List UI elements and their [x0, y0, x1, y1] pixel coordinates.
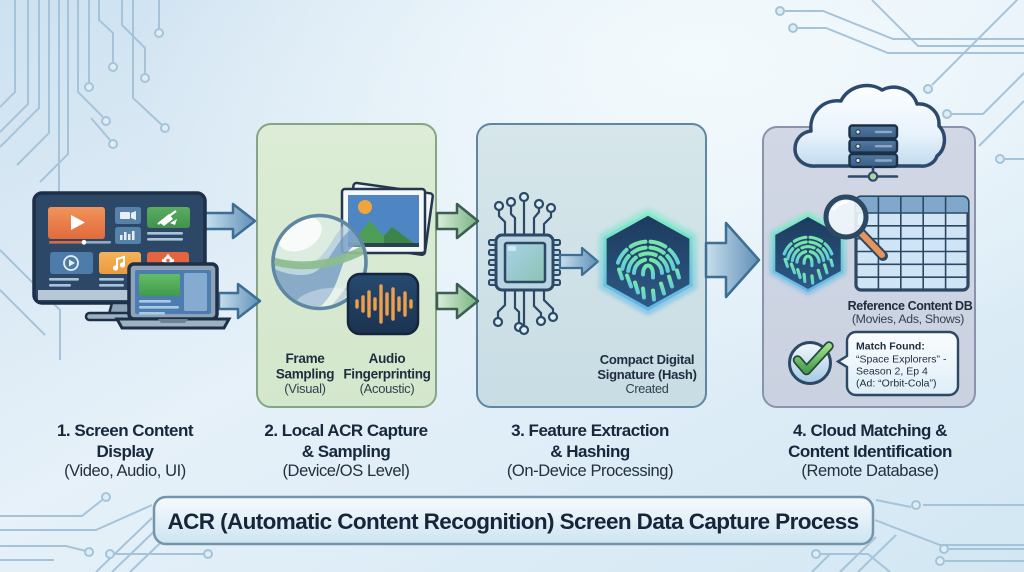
svg-text:2. Local ACR Capture: 2. Local ACR Capture [264, 421, 427, 440]
svg-text:(Visual): (Visual) [284, 381, 325, 396]
svg-text:ACR (Automatic Content Recogni: ACR (Automatic Content Recognition) Scre… [167, 509, 858, 534]
svg-text:(Device/OS Level): (Device/OS Level) [282, 462, 409, 480]
svg-text:Frame: Frame [285, 351, 325, 366]
svg-text:1. Screen Content: 1. Screen Content [57, 421, 194, 440]
svg-text:Fingerprinting: Fingerprinting [343, 367, 430, 382]
svg-text:(Movies, Ads, Shows): (Movies, Ads, Shows) [852, 312, 964, 326]
svg-text:Created: Created [625, 382, 668, 396]
svg-text:Sampling: Sampling [276, 367, 334, 382]
svg-text:Season 2, Ep 4: Season 2, Ep 4 [856, 366, 928, 378]
svg-text:3. Feature Extraction: 3. Feature Extraction [511, 421, 669, 440]
svg-text:Compact Digital: Compact Digital [600, 352, 694, 367]
svg-text:& Hashing: & Hashing [550, 442, 630, 461]
svg-text:(Remote Database): (Remote Database) [801, 462, 938, 480]
svg-text:4. Cloud Matching &: 4. Cloud Matching & [793, 421, 947, 440]
svg-text:(On-Device Processing): (On-Device Processing) [507, 462, 673, 480]
svg-text:“Space Explorers” -: “Space Explorers” - [856, 354, 947, 366]
svg-text:Match Found:: Match Found: [856, 341, 925, 353]
svg-text:Content Identification: Content Identification [788, 442, 952, 461]
svg-text:Reference Content DB: Reference Content DB [848, 299, 973, 313]
svg-text:Signature (Hash): Signature (Hash) [597, 367, 696, 382]
svg-text:(Acoustic): (Acoustic) [360, 381, 415, 396]
svg-text:& Sampling: & Sampling [302, 442, 391, 461]
svg-text:Display: Display [97, 442, 155, 461]
svg-text:(Video, Audio, UI): (Video, Audio, UI) [64, 462, 186, 480]
svg-text:Audio: Audio [369, 351, 406, 366]
svg-text:(Ad: “Orbit-Cola”): (Ad: “Orbit-Cola”) [856, 378, 937, 390]
